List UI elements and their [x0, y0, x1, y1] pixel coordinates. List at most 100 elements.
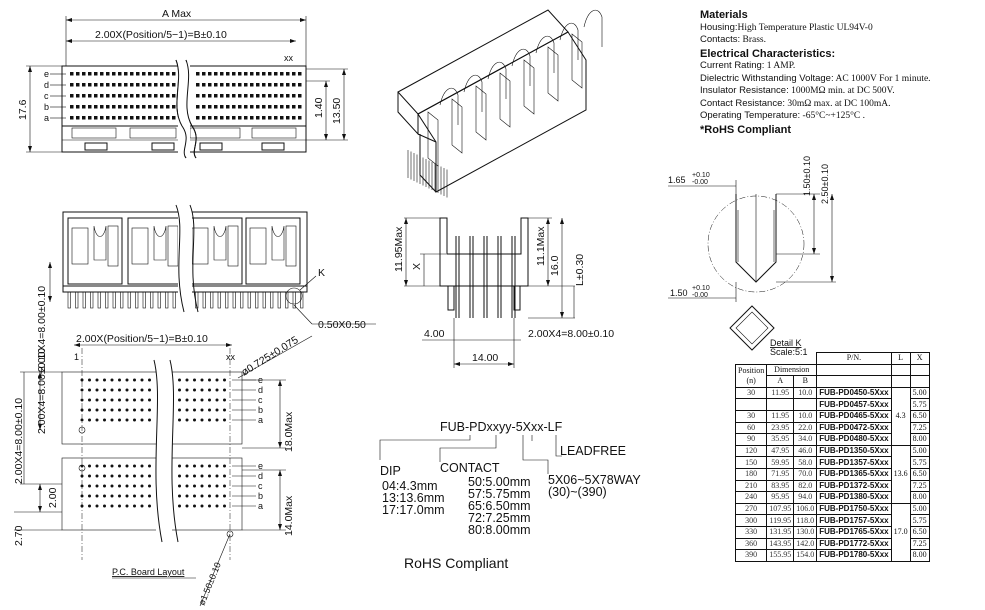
- pcb-hole: [193, 418, 196, 422]
- detailk-dim-250: 2.50±0.10: [820, 164, 830, 204]
- pin-cell: [196, 116, 200, 120]
- pcb-hole: [125, 464, 129, 468]
- pin-cell: [100, 116, 104, 120]
- pin-cell: [112, 72, 116, 76]
- pin-cell: [106, 94, 110, 98]
- pin-cell: [148, 94, 152, 98]
- pcb-hole: [178, 504, 181, 508]
- pin-cell: [142, 105, 146, 109]
- pin-cell: [256, 116, 260, 120]
- pin-cell: [214, 94, 218, 98]
- a-max-label: A Max: [162, 8, 192, 20]
- pin-cell: [112, 94, 116, 98]
- pcb-hole: [103, 378, 106, 382]
- detail-k-view: 1.65 +0.10 -0.00 1.50±0.10 2.50±0.10 1.5…: [668, 156, 836, 357]
- pcb-hole: [88, 398, 91, 402]
- pin-cell: [256, 83, 260, 87]
- pcb-hole: [215, 388, 219, 392]
- side-dim-1400: 14.00: [472, 352, 498, 364]
- pcb-hole: [148, 484, 151, 488]
- pin-cell: [250, 72, 254, 76]
- pin-cell: [160, 72, 164, 76]
- pcb-hole: [178, 388, 181, 392]
- pin-cell: [286, 105, 290, 109]
- pin-cell: [88, 116, 92, 120]
- pcb-hole: [95, 408, 99, 412]
- part-code: FUB-PDxxyy-5Xxx-LF: [440, 420, 563, 434]
- side-x-label: X: [411, 263, 423, 270]
- pcb-hole: [118, 494, 121, 498]
- pin-cell: [280, 94, 284, 98]
- pcb-hole: [185, 494, 189, 498]
- pin-cell: [82, 105, 86, 109]
- pin-cell: [250, 105, 254, 109]
- way-line-2: (30)~(390): [548, 485, 607, 499]
- pcb-hole: [110, 464, 114, 468]
- detailk-dim-165: 1.65: [668, 175, 686, 185]
- pin-cell: [70, 72, 74, 76]
- pin-cell: [154, 72, 158, 76]
- pcb-hole: [88, 388, 91, 392]
- pcb-hole: [110, 398, 114, 402]
- side-dim-111: 11.1Max: [535, 226, 547, 266]
- pcb-hole: [178, 494, 181, 498]
- pcb-hole: [208, 484, 211, 488]
- pin-cell: [220, 116, 224, 120]
- pin-cell: [82, 94, 86, 98]
- pcb-hole: [80, 388, 84, 392]
- pin-cell: [88, 105, 92, 109]
- pcb-hole: [200, 418, 204, 422]
- pcb-hole: [223, 388, 226, 392]
- pcb-hole: [88, 504, 91, 508]
- table-header-b: B: [793, 375, 818, 388]
- pin-cell: [226, 72, 230, 76]
- detailk-tol-150-minus: -0.00: [692, 292, 708, 299]
- pin-cell: [172, 83, 176, 87]
- pcb-hole: [223, 378, 226, 382]
- side-dim-400: 4.00: [424, 328, 445, 340]
- pin-cell: [160, 105, 164, 109]
- pcb-hole: [215, 474, 219, 478]
- pin-cell: [172, 72, 176, 76]
- pin-cell: [88, 72, 92, 76]
- pin-cell: [148, 83, 152, 87]
- pin-cell: [88, 94, 92, 98]
- pcb-hole: [95, 484, 99, 488]
- pcb-hole: [133, 398, 136, 402]
- pcb-row-label: c: [258, 395, 263, 405]
- pin-cell: [148, 72, 152, 76]
- pin-cell: [160, 83, 164, 87]
- electrical-title: Electrical Characteristics:: [700, 47, 836, 60]
- pin-cell: [226, 83, 230, 87]
- pin-cell: [112, 83, 116, 87]
- pcb-hole: [103, 388, 106, 392]
- pcb-hole: [223, 418, 226, 422]
- pcb-hole: [215, 494, 219, 498]
- pcb-hole: [88, 378, 91, 382]
- pcb-hole: [80, 398, 84, 402]
- pcb-hole: [148, 378, 151, 382]
- pcb-hole: [200, 408, 204, 412]
- side-dim-1195: 11.95Max: [393, 226, 405, 272]
- pin-cell: [274, 105, 278, 109]
- top-row-label: b: [44, 102, 49, 112]
- pin-cell: [250, 94, 254, 98]
- pin-cell: [112, 105, 116, 109]
- pin-cell: [232, 72, 236, 76]
- pin-cell: [154, 83, 158, 87]
- pin-cell: [70, 116, 74, 120]
- pin-cell: [154, 105, 158, 109]
- pcb-hole: [200, 504, 204, 508]
- pin-cell: [250, 83, 254, 87]
- pcb-hole: [200, 464, 204, 468]
- pcb-hole: [148, 398, 151, 402]
- pcb-hole: [95, 388, 99, 392]
- pin-cell: [232, 116, 236, 120]
- pcb-hole: [88, 484, 91, 488]
- pcb-hole: [215, 398, 219, 402]
- pcb-hole: [110, 378, 114, 382]
- front-k-label: K: [318, 267, 325, 279]
- top-row-label: d: [44, 80, 49, 90]
